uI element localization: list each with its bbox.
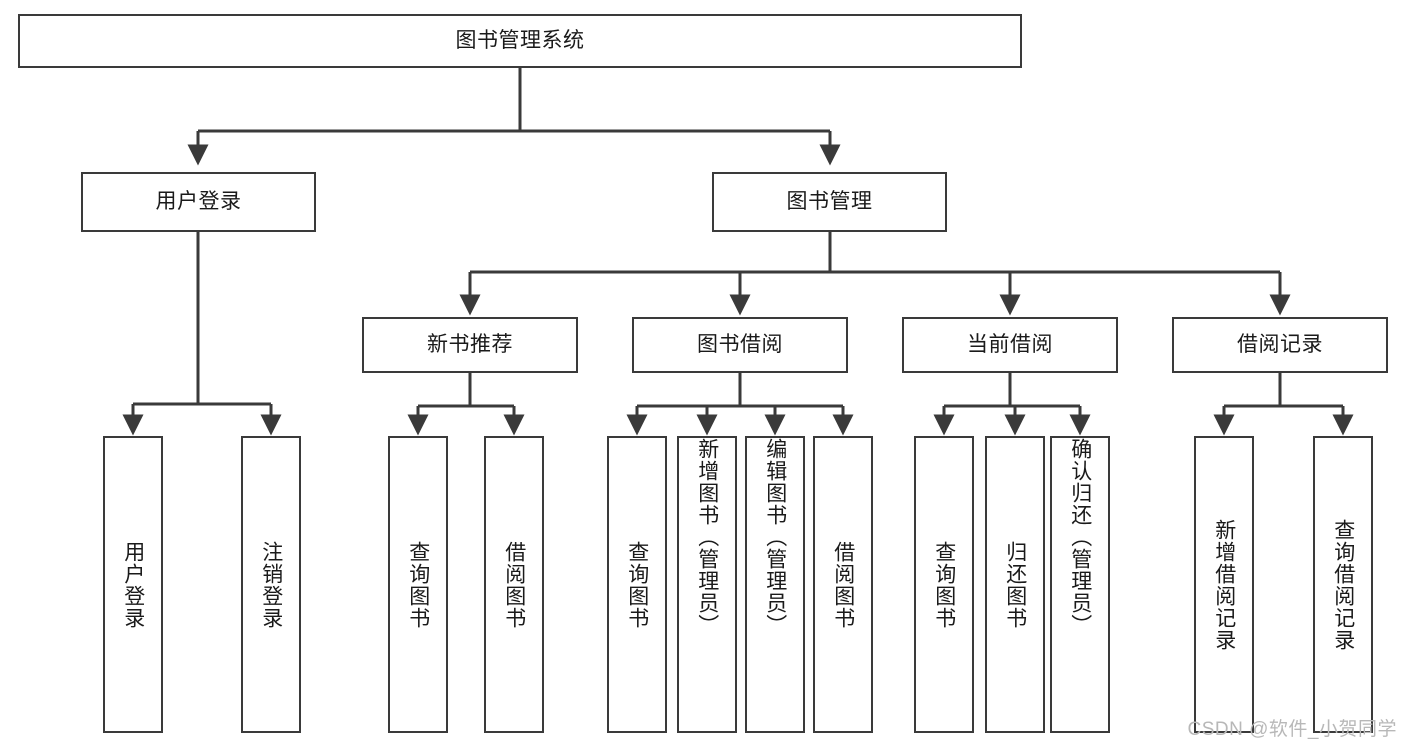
leaf-user-login-login[interactable]: 用户登录 [103, 436, 163, 733]
node-book-borrow[interactable]: 图书借阅 [632, 317, 848, 373]
leaf-label: 确认归还（管理员） [1068, 438, 1092, 636]
leaf-book-borrow-add-book-admin[interactable]: 新增图书（管理员） [677, 436, 737, 733]
leaf-label: 查询图书 [406, 540, 430, 629]
leaf-label: 编辑图书（管理员） [763, 438, 787, 636]
leaf-borrow-record-add-record[interactable]: 新增借阅记录 [1194, 436, 1254, 733]
leaf-current-borrow-query-book[interactable]: 查询图书 [914, 436, 974, 733]
leaf-borrow-record-query-record[interactable]: 查询借阅记录 [1313, 436, 1373, 733]
leaf-label: 注销登录 [259, 540, 283, 629]
leaf-label: 查询图书 [625, 540, 649, 629]
node-new-book-recommend[interactable]: 新书推荐 [362, 317, 578, 373]
node-root[interactable]: 图书管理系统 [18, 14, 1022, 68]
node-borrow-record-label: 借阅记录 [1237, 332, 1323, 356]
leaf-label: 借阅图书 [502, 540, 526, 629]
leaf-label: 归还图书 [1003, 540, 1027, 629]
leaf-label: 新增借阅记录 [1212, 518, 1236, 651]
node-root-label: 图书管理系统 [455, 28, 585, 52]
node-current-borrow-label: 当前借阅 [967, 332, 1053, 356]
leaf-label: 查询图书 [932, 540, 956, 629]
leaf-label: 新增图书（管理员） [695, 438, 719, 636]
leaf-new-book-borrow-book[interactable]: 借阅图书 [484, 436, 544, 733]
node-new-book-recommend-label: 新书推荐 [427, 332, 513, 356]
leaf-label: 借阅图书 [831, 540, 855, 629]
node-book-management-label: 图书管理 [786, 189, 873, 213]
leaf-current-borrow-return-book[interactable]: 归还图书 [985, 436, 1045, 733]
node-book-borrow-label: 图书借阅 [697, 332, 783, 356]
node-user-login[interactable]: 用户登录 [81, 172, 316, 232]
leaf-label: 查询借阅记录 [1331, 518, 1355, 651]
leaf-label: 用户登录 [121, 540, 145, 629]
leaf-user-login-logout[interactable]: 注销登录 [241, 436, 301, 733]
node-user-login-label: 用户登录 [155, 189, 242, 213]
node-current-borrow[interactable]: 当前借阅 [902, 317, 1118, 373]
node-book-management[interactable]: 图书管理 [712, 172, 947, 232]
leaf-book-borrow-query-book[interactable]: 查询图书 [607, 436, 667, 733]
leaf-new-book-query-book[interactable]: 查询图书 [388, 436, 448, 733]
leaf-book-borrow-borrow-book[interactable]: 借阅图书 [813, 436, 873, 733]
leaf-book-borrow-edit-book-admin[interactable]: 编辑图书（管理员） [745, 436, 805, 733]
leaf-current-borrow-confirm-return-admin[interactable]: 确认归还（管理员） [1050, 436, 1110, 733]
node-borrow-record[interactable]: 借阅记录 [1172, 317, 1388, 373]
watermark: CSDN @软件_小贺同学 [1187, 719, 1397, 740]
